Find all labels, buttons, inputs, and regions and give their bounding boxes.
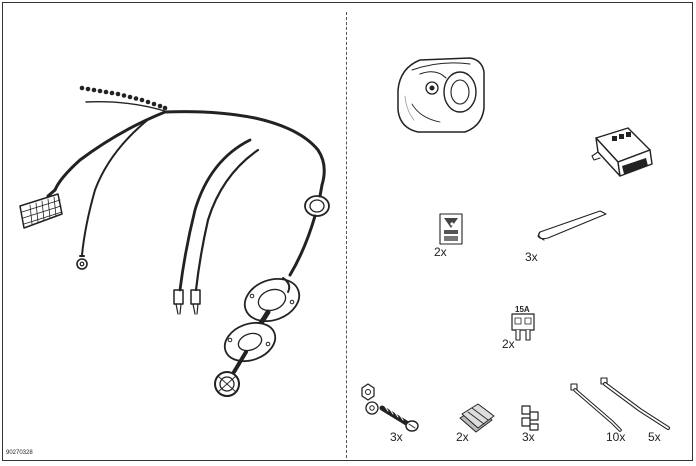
- clips-quantity: 3x: [522, 430, 535, 444]
- foam-strip: [537, 210, 607, 241]
- figure-reference: 90270328: [6, 450, 33, 456]
- sticker-quantity: 2x: [434, 245, 447, 259]
- figure-border: [2, 2, 693, 461]
- warning-sticker: [439, 213, 463, 245]
- panel-divider: [346, 12, 347, 458]
- adhesive-pads-quantity: 2x: [456, 430, 469, 444]
- control-module: [591, 127, 653, 177]
- wiring-harness: [19, 85, 330, 397]
- screw-set: [361, 383, 419, 432]
- multi-pin-connector: [19, 188, 63, 229]
- fuse: [511, 313, 535, 341]
- beaded-cable: [79, 85, 168, 111]
- trailer-socket: [397, 57, 485, 133]
- socket-flange-upper: [243, 277, 301, 322]
- foam-strip-quantity: 3x: [525, 250, 538, 264]
- grommet: [304, 195, 330, 217]
- fuse-rating: 15A: [515, 305, 530, 314]
- adhesive-pads: [459, 403, 495, 433]
- long-ties-quantity: 10x: [606, 430, 626, 444]
- short-ties-quantity: 5x: [648, 430, 661, 444]
- socket-flange-lower: [223, 321, 277, 363]
- cable-ties-long: [570, 383, 622, 432]
- round-plug: [214, 371, 240, 397]
- screw-quantity: 3x: [390, 430, 403, 444]
- cable-ties-short: [600, 377, 670, 430]
- fuse-quantity: 2x: [502, 337, 515, 351]
- cable-clips: [521, 405, 539, 431]
